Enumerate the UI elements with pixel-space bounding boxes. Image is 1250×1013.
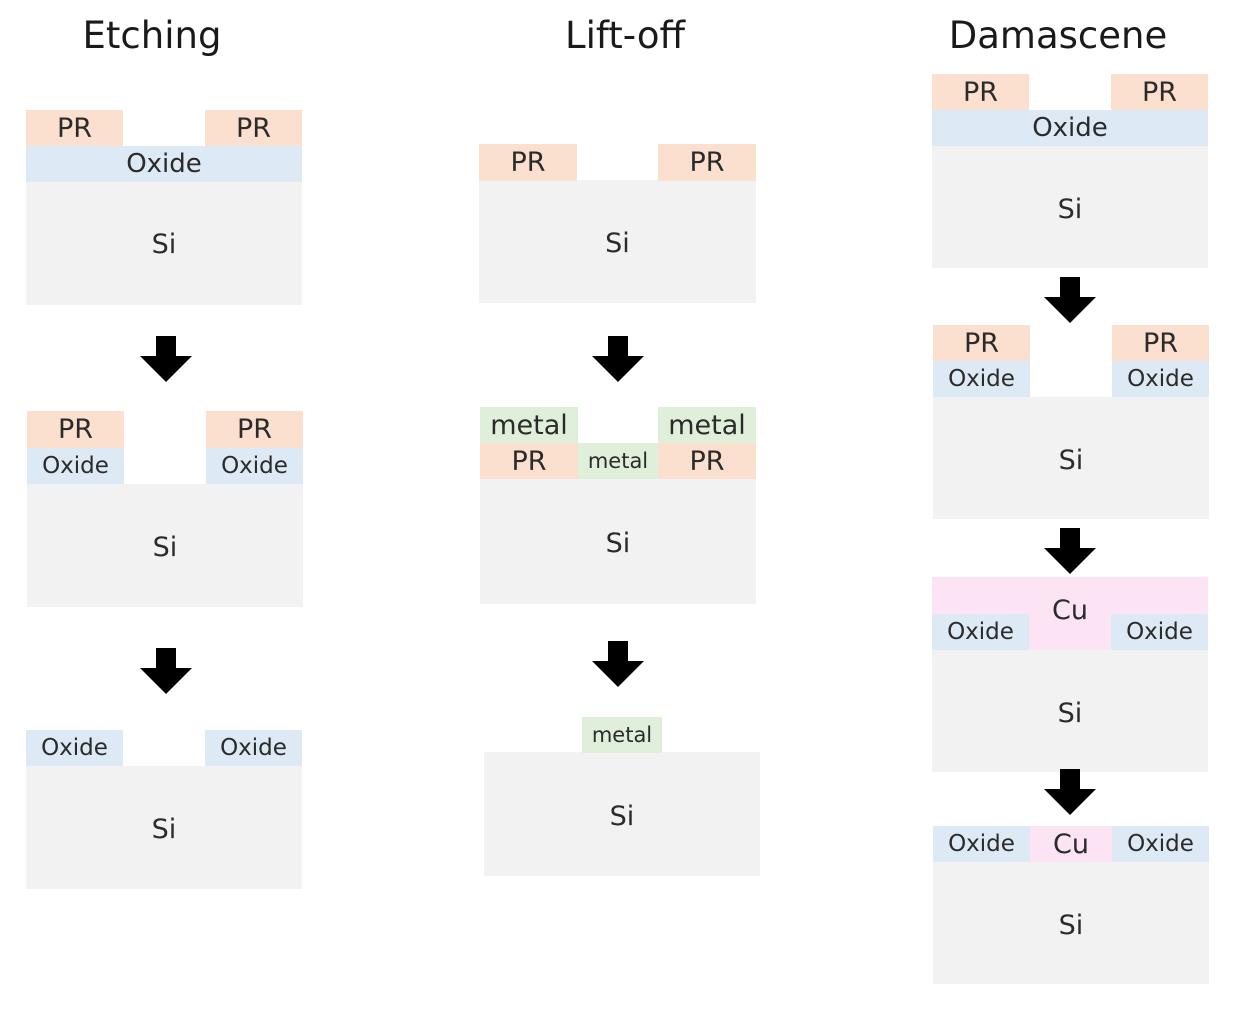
si-substrate: Si xyxy=(26,180,302,305)
oxide-block-right: Oxide xyxy=(1112,826,1209,862)
cu-block-center: Cu xyxy=(1030,826,1112,862)
metal-block-right: metal xyxy=(658,407,756,443)
oxide-block-left: Oxide xyxy=(27,448,124,484)
oxide-block-left: Oxide xyxy=(933,826,1030,862)
si-substrate: Si xyxy=(479,180,756,303)
oxide-block-left: Oxide xyxy=(933,361,1030,397)
metal-block-left: metal xyxy=(480,407,578,443)
oxide-block-right: Oxide xyxy=(205,730,302,766)
down-arrow-icon xyxy=(1044,277,1096,323)
si-substrate: Si xyxy=(480,479,756,604)
oxide-block-left: Oxide xyxy=(26,730,123,766)
si-substrate: Si xyxy=(484,752,760,876)
cu-label: Cu xyxy=(1052,595,1088,626)
down-arrow-icon xyxy=(592,336,644,382)
si-substrate: Si xyxy=(26,766,302,889)
si-substrate: Si xyxy=(933,862,1209,984)
oxide-layer: Oxide xyxy=(26,146,302,182)
oxide-block-left: Oxide xyxy=(932,614,1029,650)
liftoff-title: Lift-off xyxy=(565,14,685,57)
down-arrow-icon xyxy=(1044,769,1096,815)
pr-block-right: PR xyxy=(206,411,303,448)
oxide-block-right: Oxide xyxy=(1112,361,1209,397)
down-arrow-icon xyxy=(140,648,192,694)
si-substrate: Si xyxy=(933,397,1209,519)
down-arrow-icon xyxy=(140,336,192,382)
si-substrate: Si xyxy=(932,146,1208,268)
damascene-title: Damascene xyxy=(948,14,1168,57)
si-substrate: Si xyxy=(27,484,303,607)
metal-block-center: metal xyxy=(578,443,658,479)
pr-block-left: PR xyxy=(27,411,124,448)
metal-block-center: metal xyxy=(582,717,662,753)
pr-block-left: PR xyxy=(933,325,1030,361)
oxide-block-right: Oxide xyxy=(206,448,303,484)
down-arrow-icon xyxy=(1044,528,1096,574)
pr-block-right: PR xyxy=(658,144,756,181)
pr-block-right: PR xyxy=(658,443,756,479)
pr-block-left: PR xyxy=(26,110,123,146)
etching-title: Etching xyxy=(82,14,222,57)
down-arrow-icon xyxy=(592,641,644,687)
pr-block-left: PR xyxy=(932,74,1029,110)
pr-block-left: PR xyxy=(480,443,578,479)
pr-block-left: PR xyxy=(479,144,577,181)
oxide-layer: Oxide xyxy=(932,110,1208,146)
pr-block-right: PR xyxy=(1112,325,1209,361)
oxide-block-right: Oxide xyxy=(1111,614,1208,650)
pr-block-right: PR xyxy=(205,110,302,146)
si-substrate: Si xyxy=(932,650,1208,772)
pr-block-right: PR xyxy=(1111,74,1208,110)
